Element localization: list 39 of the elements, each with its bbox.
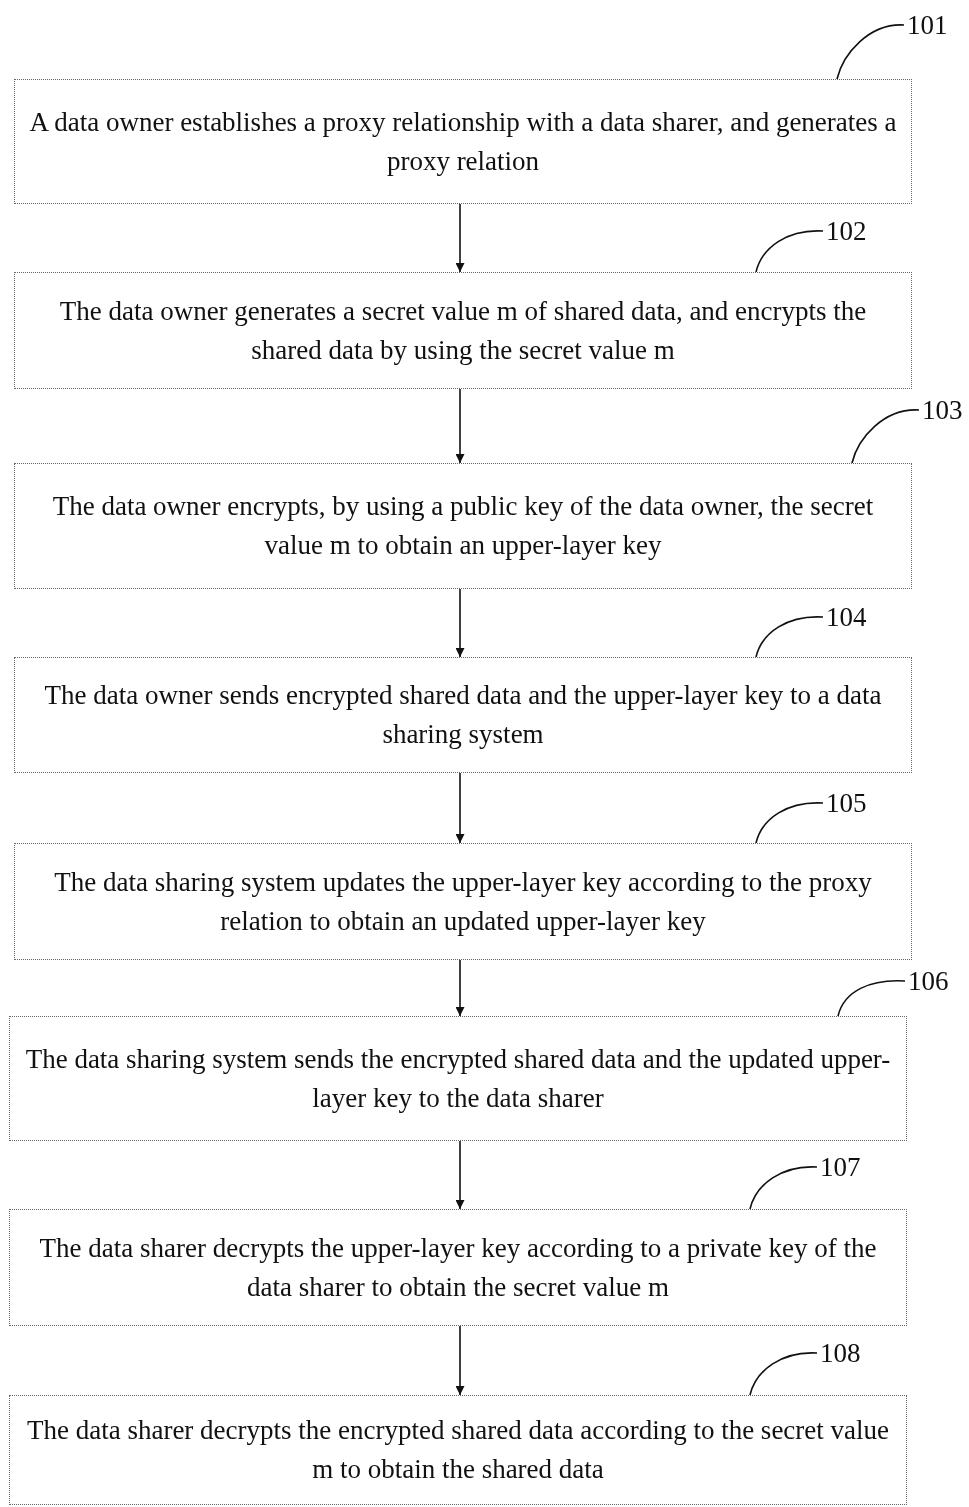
process-box — [14, 657, 912, 773]
step-text: The data owner encrypts, by using a public key of the data owner, the secret value m to obtain an upper-layer key — [51, 490, 875, 562]
leader-line — [851, 409, 920, 464]
process-box — [9, 1209, 907, 1326]
leader-line — [755, 230, 824, 273]
step-number: 104 — [826, 602, 867, 632]
arrow — [455, 388, 465, 464]
leader-line — [749, 1166, 818, 1210]
process-box — [9, 1016, 907, 1141]
process-box — [14, 272, 912, 389]
leader-line — [755, 616, 824, 658]
step-text: The data owner generates a secret value m of shared data, and encrypts the shared data by using the secret value m — [58, 294, 868, 367]
leader-line — [836, 24, 905, 80]
step-number: 103 — [922, 395, 963, 425]
leader-line — [749, 1352, 818, 1396]
step-text: A data owner establishes a proxy relationship with a data sharer, and generates a proxy relation — [28, 105, 898, 178]
arrow — [455, 203, 465, 273]
leader-line — [755, 802, 824, 844]
leader-line — [837, 980, 906, 1017]
step-number: 102 — [826, 216, 867, 246]
step-text: The data sharing system updates the upper-layer key according to the proxy relation to obtain an updated upper-layer key — [53, 865, 873, 938]
step-text: The data sharer decrypts the encrypted shared data according to the secret value m to obtain the shared data — [25, 1414, 891, 1486]
process-box — [14, 463, 912, 589]
step-number: 108 — [820, 1338, 861, 1368]
step-number: 107 — [820, 1152, 861, 1182]
arrow — [455, 959, 465, 1017]
arrow — [455, 588, 465, 658]
process-box — [14, 79, 912, 204]
arrow — [455, 1140, 465, 1210]
step-text: The data sharing system sends the encrypted shared data and the updated upper-layer key to the data sharer — [24, 1042, 892, 1115]
step-number: 105 — [826, 788, 867, 818]
arrow — [455, 1325, 465, 1396]
step-text: The data sharer decrypts the upper-layer key according to a private key of the data sharer to obtain the secret value m — [38, 1231, 878, 1304]
step-text: The data owner sends encrypted shared data and the upper-layer key to a data sharing system — [43, 679, 883, 751]
process-box — [14, 843, 912, 960]
step-number: 106 — [908, 966, 949, 996]
arrow — [455, 772, 465, 844]
process-box — [9, 1395, 907, 1505]
step-number: 101 — [907, 10, 948, 40]
